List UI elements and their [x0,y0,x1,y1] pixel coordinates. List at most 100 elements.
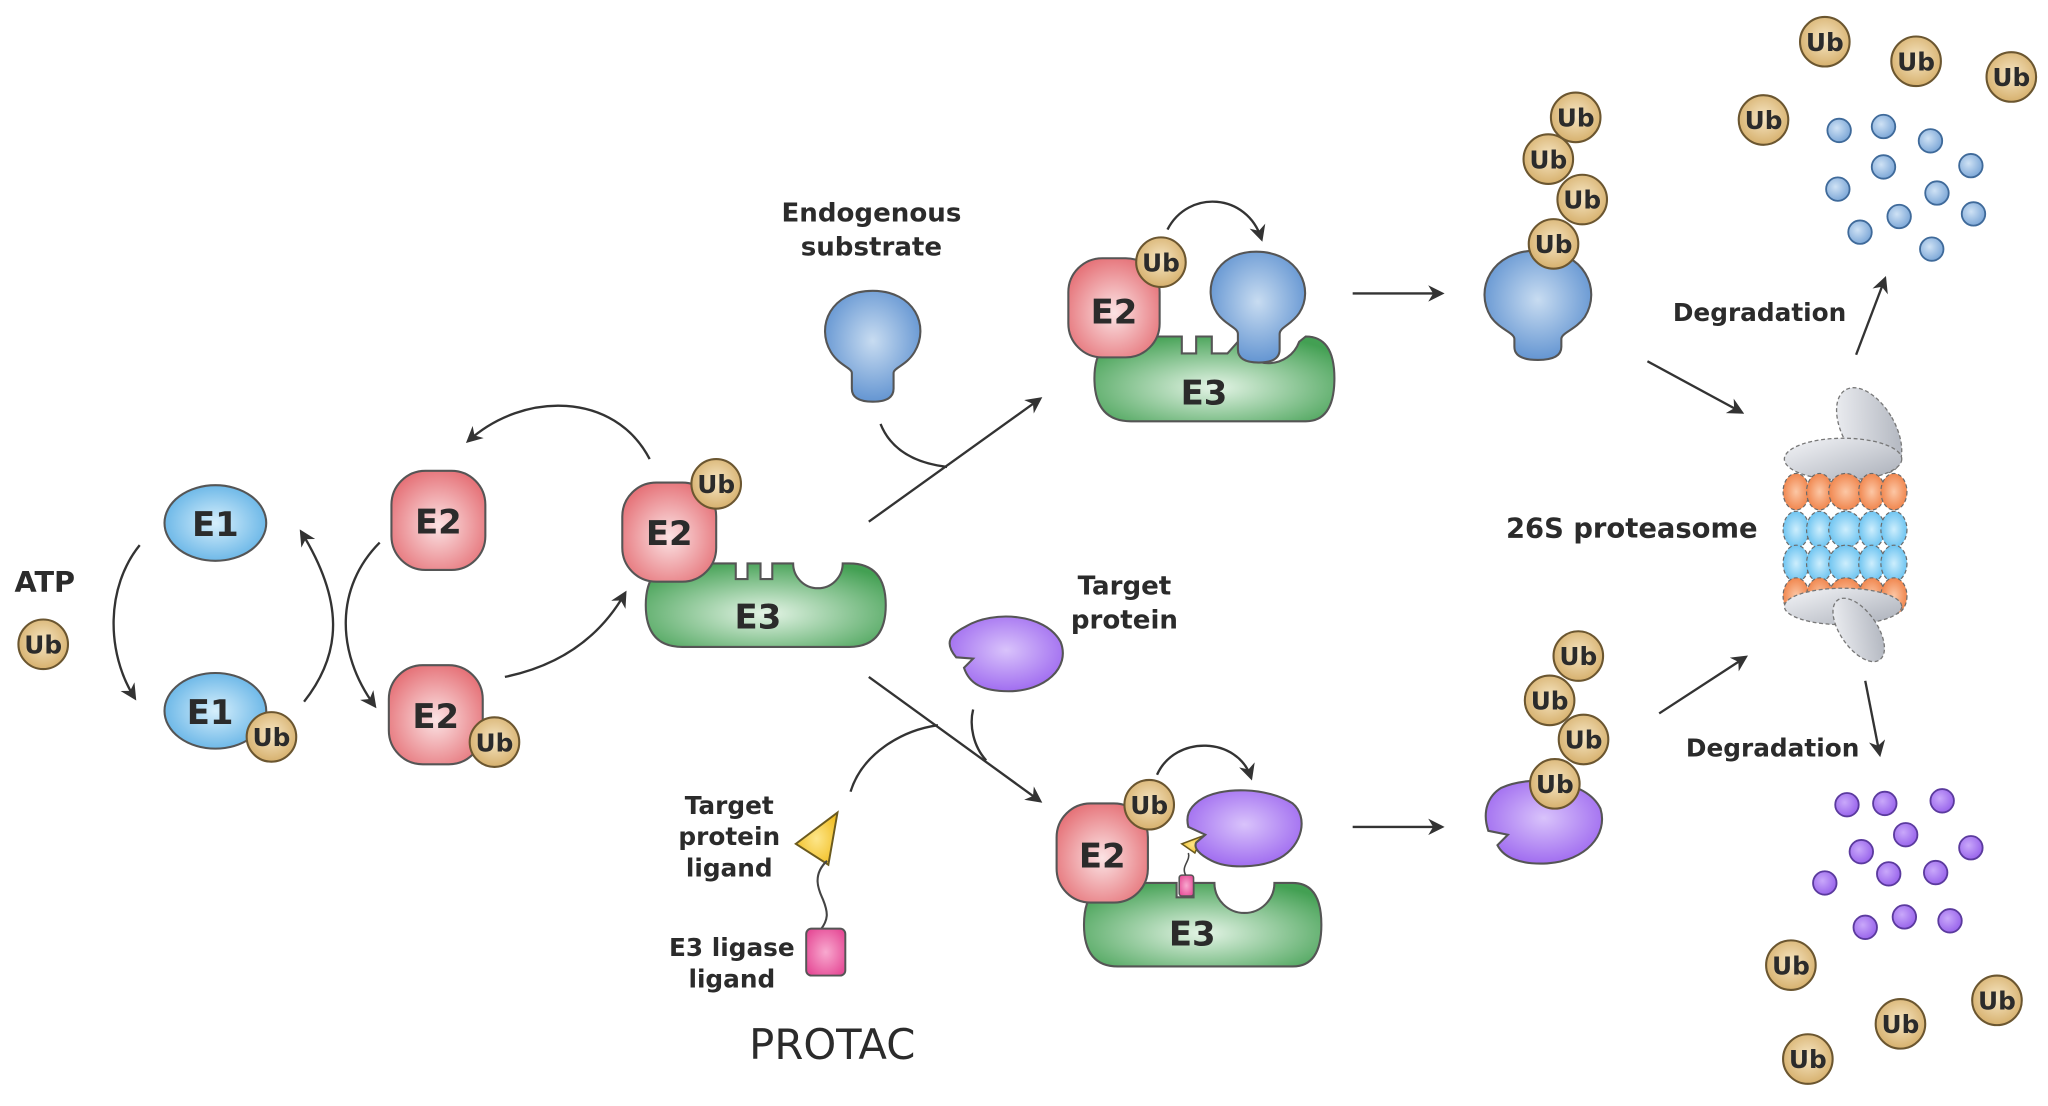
substrate-join-curve [879,423,948,469]
ub-label: Ub [1535,230,1573,259]
target-protein-bound [1186,789,1303,868]
peptide-fragment [1919,236,1945,262]
ub-label: Ub [1806,28,1844,57]
e3-ligase [1082,881,1323,968]
ub-transfer-arrow [1155,744,1255,781]
proteasome-subunit [1880,510,1908,549]
peptide-fragment [1917,128,1944,154]
e1-label: E1 [192,505,239,544]
e3-label: E3 [735,598,782,637]
arrow-e2-to-e3 [504,590,627,679]
arrow-to-proteasome-bottom [1658,655,1749,715]
ub-label: Ub [1992,63,2030,92]
peptide-fragment [1958,835,1984,861]
peptide-fragment [1923,859,1949,886]
arrow-to-proteasome-top [1646,360,1745,414]
endogenous-substrate-label-2: substrate [801,233,942,263]
ub-label: Ub [1557,104,1595,133]
peptide-fragment [1825,176,1851,202]
arrow-to-protac-complex [868,675,1043,803]
degradation-label: Degradation [1673,298,1846,327]
endogenous-substrate-label-1: Endogenous [781,199,961,229]
arrow-e1-activation [112,544,141,701]
peptide-fragment [1886,203,1912,230]
free-ubiquitin: Ub [17,618,70,671]
proteasome-subunit [1782,510,1810,549]
peptide-fragment [1826,117,1852,144]
endogenous-substrate-bound [1209,250,1307,364]
target-protein-ligand-label-1: Target [685,791,774,820]
e2-label: E2 [1079,836,1126,875]
peptide-fragment [1960,201,1987,227]
arrow-e3-recycle-e2 [465,404,651,460]
ub-label: Ub [1565,726,1603,755]
e2-ub-e3-complex: E3 E2 Ub [621,458,887,648]
e1-e2-cycle: ATP Ub E1 E1 Ub E2 E2 Ub [15,404,651,768]
atp-label: ATP [15,565,76,599]
target-protein-ligand [794,810,839,867]
e2-ub-complex: E2 Ub [387,664,521,768]
ub-transfer-arrow [1166,200,1266,242]
e3-label: E3 [1181,373,1228,412]
e3-ligase-ligand [805,927,847,977]
arrow-e2-charge [344,541,381,709]
proteasome-subunit [1828,472,1864,511]
ub-label: Ub [1897,47,1935,76]
protac-linker [816,860,828,931]
proteasome-subunit [1782,472,1810,511]
protac-join-curve [849,723,939,793]
e1-ub-complex: E1 Ub [163,671,298,763]
peptide-fragment [1872,790,1898,817]
peptide-fragment [1870,154,1897,180]
e3-label: E3 [1169,915,1216,954]
e2-enzyme [1067,257,1161,359]
peptide-fragment [1924,180,1950,206]
endogenous-substrate [824,289,922,403]
peptide-fragment [1891,904,1918,930]
ub-label: Ub [1745,106,1783,135]
proteasome-subunit [1782,544,1810,583]
arrow-to-substrate-complex [868,397,1043,523]
ub-label: Ub [1559,642,1597,671]
target-protein [948,615,1064,693]
peptide-fragment [1929,788,1955,814]
e2-enzyme [1055,802,1149,904]
protac-label: PROTAC [749,1020,915,1069]
e2-enzyme [621,481,718,583]
degradation-label: Degradation [1686,733,1859,762]
proteasome-subunit [1828,544,1864,583]
proteasome-label: 26S proteasome [1506,513,1758,544]
e2-label: E2 [415,502,462,541]
arrow-degradation-up [1855,276,1888,356]
ubiquitin-chain: Ub Ub Ub Ub [1523,630,1610,810]
peptide-fragment [1937,908,1963,934]
ub-label: Ub [1536,770,1574,799]
e3-ligase-ligand-bound [1178,874,1195,897]
ub-label: Ub [1563,186,1601,215]
proteasome-subunit [1880,544,1908,583]
linker-bound [1183,852,1190,876]
arrow-e1-return [299,529,335,703]
polyubiquitinated-substrate [1483,249,1593,362]
ub-label: Ub [1130,791,1168,820]
ub-label: Ub [1531,687,1569,716]
e2-label: E2 [412,697,459,736]
e3-ligase [644,562,887,648]
peptide-fragment [1834,792,1860,818]
proteasome-subunit [1880,472,1908,511]
released-ubiquitin: Ub Ub Ub Ub [1737,15,2038,146]
ub-label: Ub [253,723,291,752]
peptide-fragment [1812,870,1838,896]
peptide-fragment [1958,152,1984,179]
e2-label: E2 [646,514,693,553]
e2-enzyme: E2 [390,469,487,571]
proteasome-26s: 26S proteasome [1506,387,1908,663]
ub-label: Ub [24,630,62,659]
released-ubiquitin: Ub Ub Ub Ub [1765,939,2023,1085]
e3-ligase-ligand-label-2: ligand [688,964,775,993]
degradation-bottom: Degradation Ub Ub Ub Ub [1686,680,2023,1085]
proteasome-subunit [1828,510,1864,549]
ub-label: Ub [1142,248,1180,277]
target-protein-label-1: Target [1078,572,1172,602]
target-join-curve [970,709,988,762]
